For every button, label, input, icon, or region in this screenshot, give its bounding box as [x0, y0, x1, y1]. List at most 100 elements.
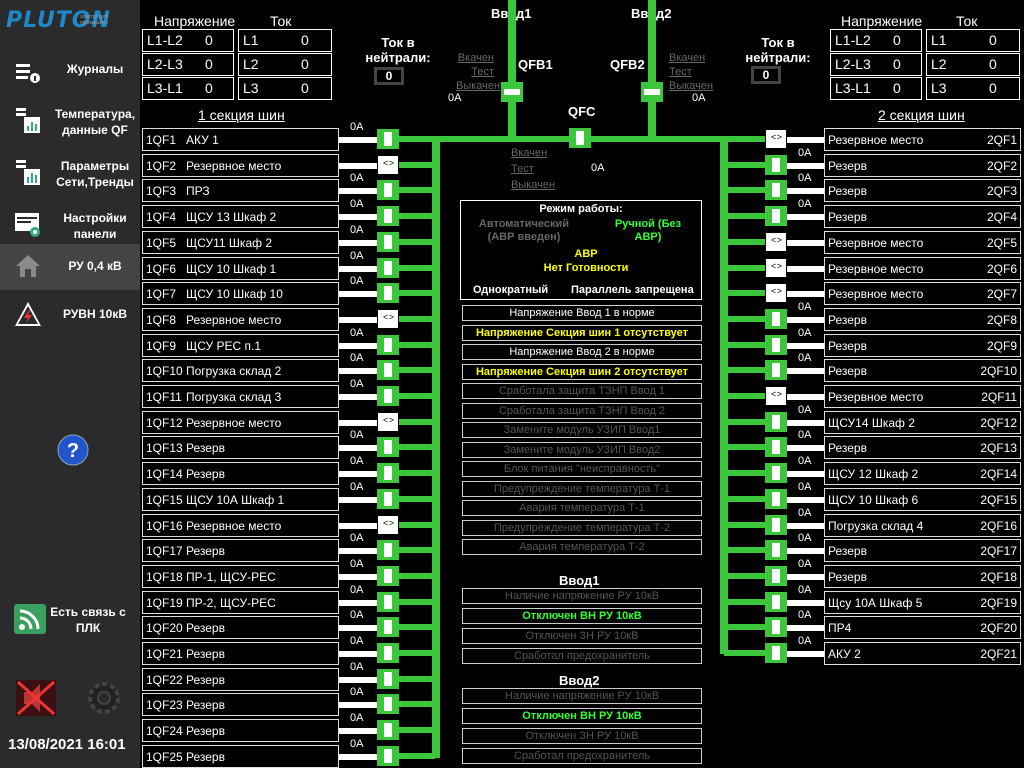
feeder-breaker[interactable] [377, 411, 399, 432]
feeder-breaker[interactable] [377, 386, 399, 406]
feeder-breaker[interactable] [377, 257, 399, 278]
feeder-breaker[interactable] [765, 334, 787, 355]
feeder-breaker[interactable] [377, 617, 399, 638]
feeder-breaker[interactable] [377, 308, 399, 329]
feeder-breaker[interactable] [377, 283, 399, 304]
feeder-breaker[interactable] [377, 360, 399, 381]
mode-parallel[interactable]: Параллель запрещена [571, 284, 694, 296]
feeder-breaker[interactable] [765, 308, 787, 329]
feeder-breaker[interactable] [377, 231, 399, 252]
feeder-breaker[interactable] [765, 206, 787, 227]
qfb2-breaker[interactable] [641, 82, 663, 102]
feeder-breaker[interactable] [765, 514, 787, 535]
nav-temperature[interactable]: Температура, данные QF [0, 98, 140, 148]
mode-single[interactable]: Однократный [473, 284, 549, 296]
feeder-breaker[interactable] [765, 540, 787, 561]
feeder-breaker[interactable] [765, 180, 787, 201]
mode-manual[interactable]: Ручной (Без АВР) [614, 218, 682, 243]
feeder-breaker[interactable] [765, 129, 787, 149]
feeder-breaker[interactable] [765, 565, 787, 586]
feeder-breaker[interactable] [765, 154, 787, 175]
help-icon[interactable]: ? [57, 434, 89, 466]
feeder-breaker[interactable] [765, 643, 787, 663]
feeder-breaker[interactable] [377, 591, 399, 612]
nav-panel-settings[interactable]: Настройки панели [0, 202, 140, 244]
feeder-breaker[interactable] [765, 463, 787, 484]
feeder-breaker[interactable] [765, 231, 787, 252]
feeder-breaker[interactable] [377, 694, 399, 715]
feeder-breaker[interactable] [377, 540, 399, 561]
feeder-breaker[interactable] [377, 463, 399, 484]
feeder-breaker[interactable] [377, 720, 399, 741]
feeder-breaker[interactable] [765, 360, 787, 381]
qfc-breaker[interactable] [569, 128, 591, 148]
feeder-breaker[interactable] [377, 488, 399, 509]
feeder-breaker[interactable] [765, 488, 787, 509]
nav-journals[interactable]: Журналы [0, 48, 140, 92]
feeder-breaker[interactable] [377, 129, 399, 149]
feeder-breaker[interactable] [377, 180, 399, 201]
feeder-breaker[interactable] [765, 411, 787, 432]
feeder-breaker[interactable] [765, 257, 787, 278]
feeder-breaker[interactable] [765, 437, 787, 458]
feeder-breaker[interactable] [377, 334, 399, 355]
feeder-breaker[interactable] [377, 745, 399, 766]
feeder-breaker[interactable] [377, 643, 399, 663]
nav-ru-04kv[interactable]: РУ 0,4 кВ [0, 244, 140, 290]
feeder-breaker[interactable] [377, 514, 399, 535]
feeder-breaker[interactable] [765, 283, 787, 304]
feeder-breaker[interactable] [765, 386, 787, 406]
feeder-breaker[interactable] [765, 617, 787, 638]
feeder-breaker[interactable] [377, 206, 399, 227]
nav-ruvn-10kv[interactable]: РУВН 10кВ [0, 292, 140, 336]
nav-network-params[interactable]: Параметры Сети,Тренды [0, 150, 140, 200]
mode-auto[interactable]: Автоматический (АВР введен) [478, 218, 570, 243]
gear-icon[interactable] [84, 680, 124, 716]
